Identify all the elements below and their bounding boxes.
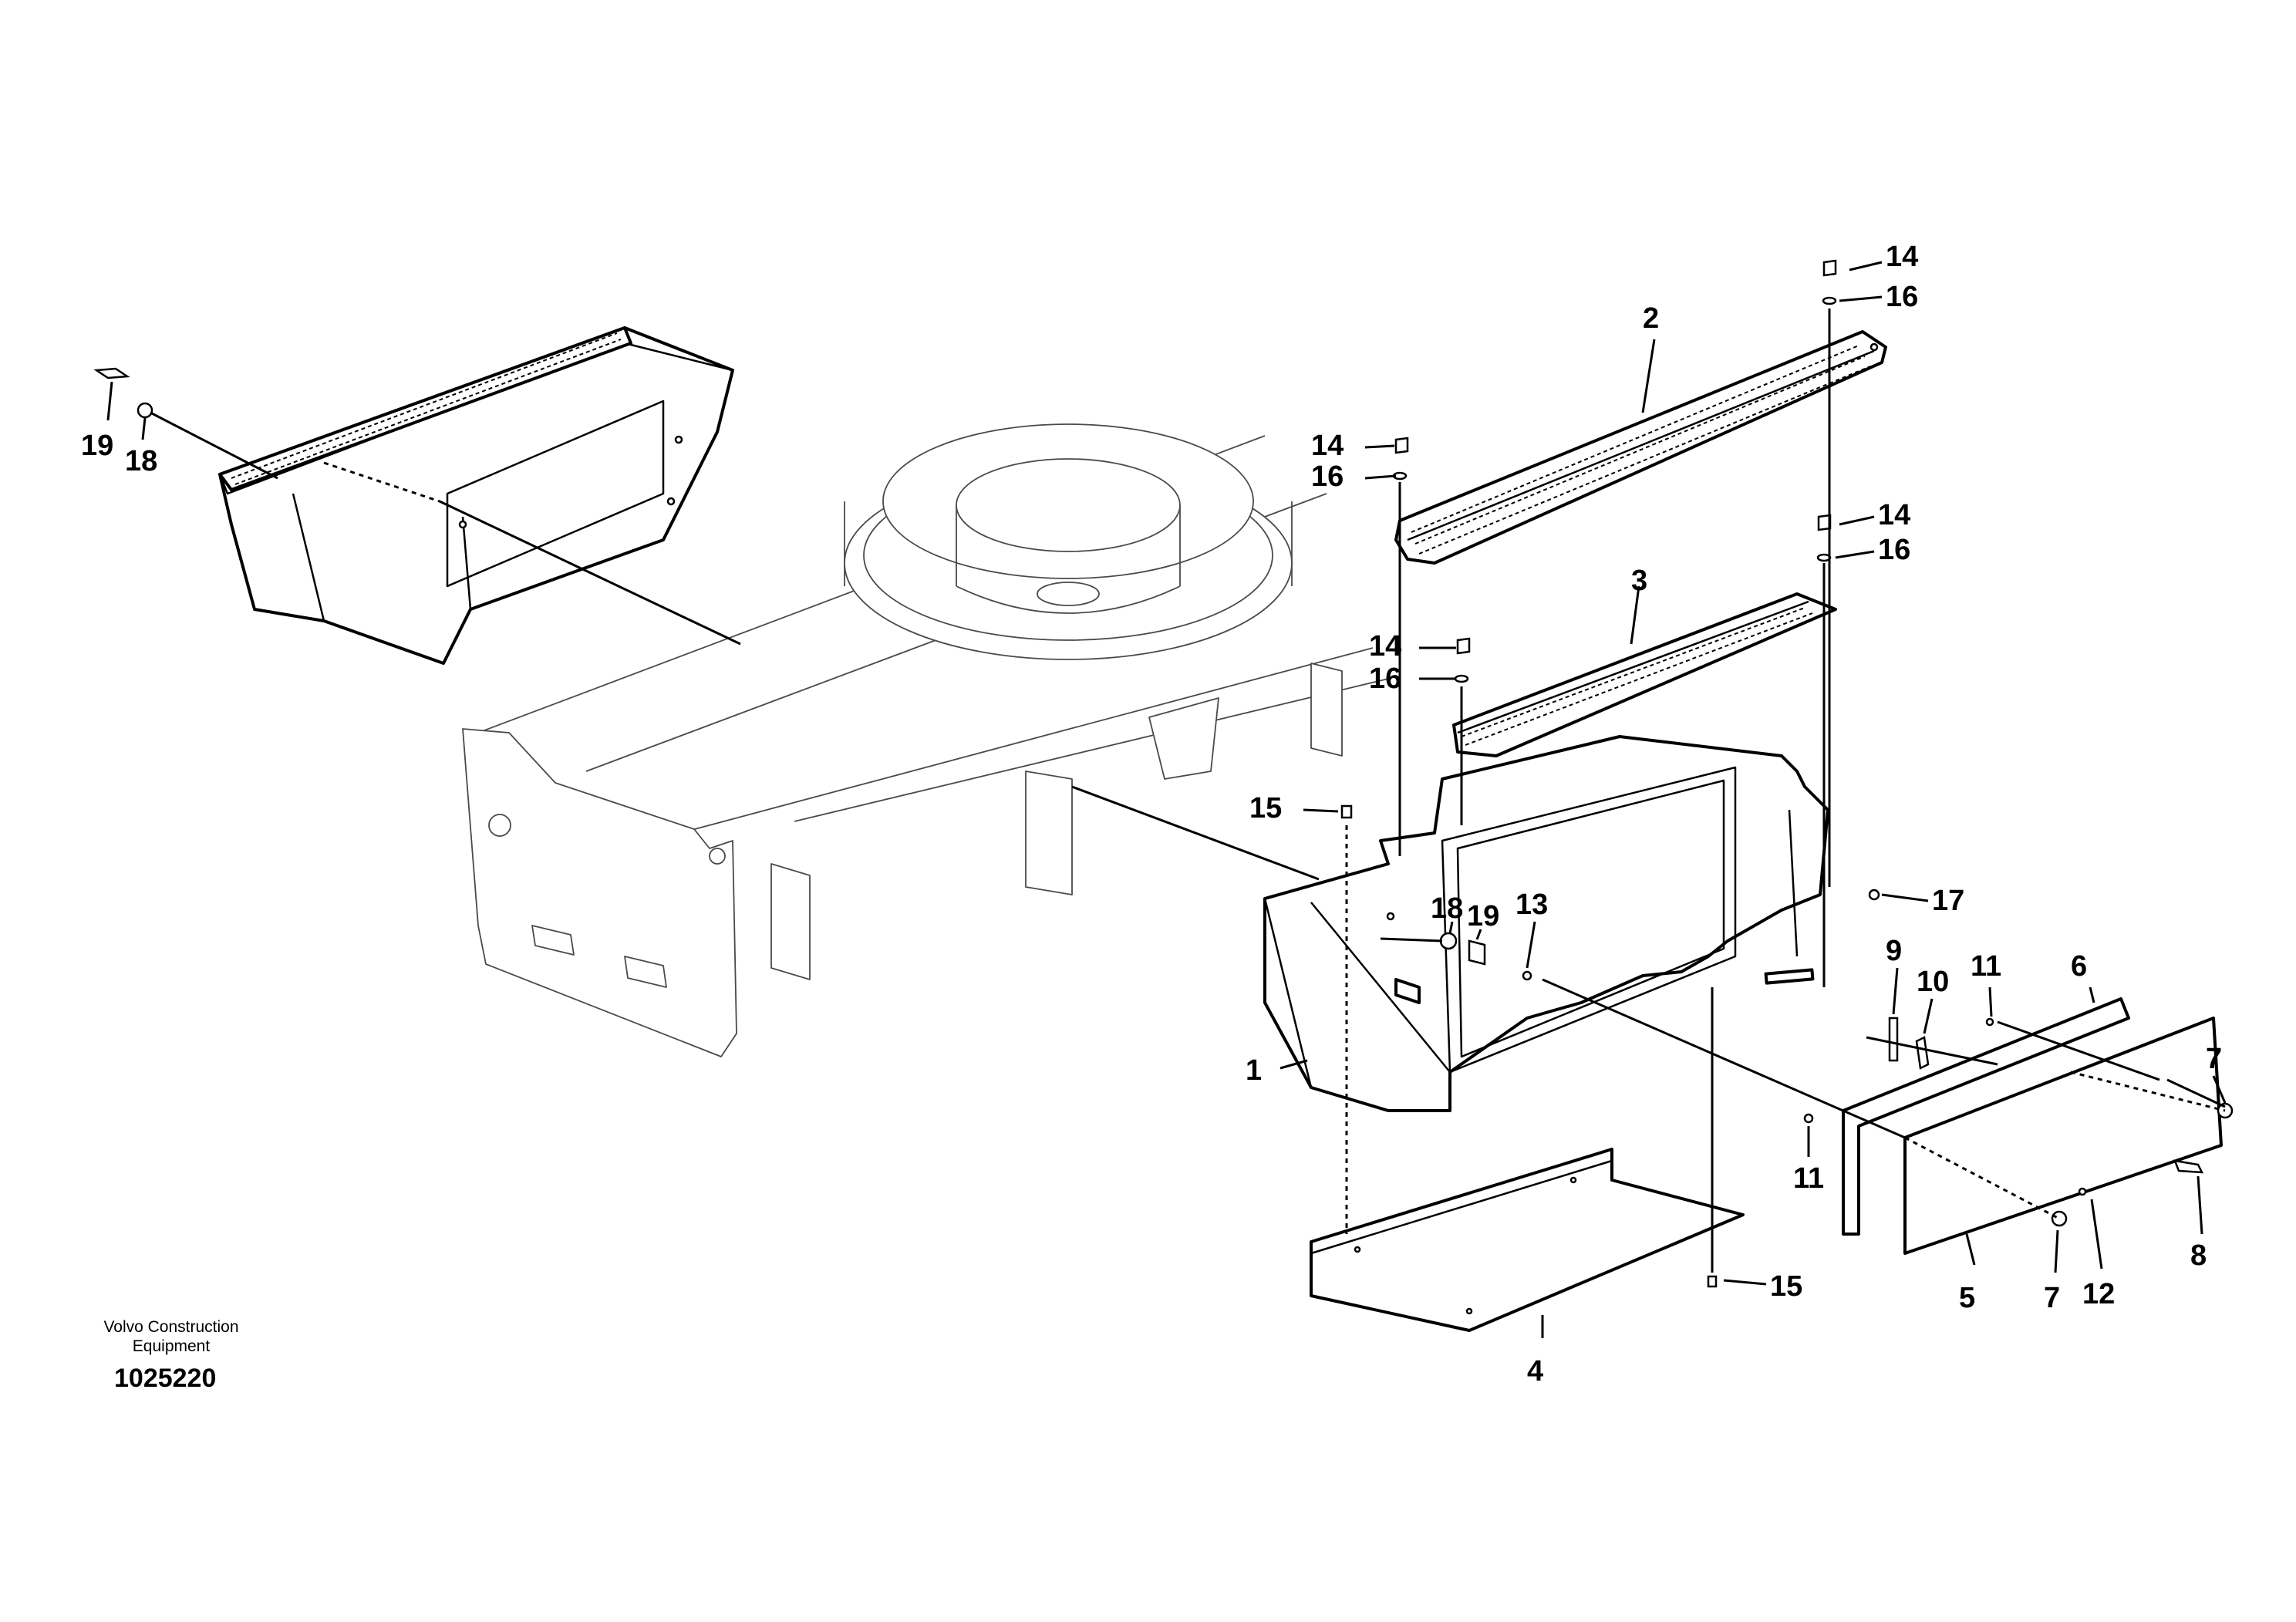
callout-11-lower: 11 xyxy=(1793,1162,1824,1195)
callout-18-left: 18 xyxy=(125,445,157,477)
callout-19-main: 19 xyxy=(1467,900,1499,932)
step-tread-part-3 xyxy=(1452,592,1837,757)
callout-17: 17 xyxy=(1932,885,1964,917)
callout-2: 2 xyxy=(1643,302,1659,335)
callout-14-top: 14 xyxy=(1886,241,1918,273)
step-box-part-1 xyxy=(1263,735,1829,1112)
callout-4: 4 xyxy=(1527,1355,1543,1388)
callout-7-upper: 7 xyxy=(2206,1043,2222,1075)
callout-16-step2: 16 xyxy=(1311,460,1344,493)
leader-lines xyxy=(106,261,2227,1338)
machine-frame xyxy=(462,423,1389,1057)
callout-5: 5 xyxy=(1959,1282,1975,1314)
callout-16-right: 16 xyxy=(1878,534,1910,566)
fastener-hardware xyxy=(93,259,2234,1288)
callout-14-right: 14 xyxy=(1878,499,1910,531)
publisher-label: Volvo Construction Equipment xyxy=(71,1317,271,1356)
callout-labels: 1 2 3 4 5 6 7 7 8 9 10 11 11 12 13 14 14… xyxy=(81,241,2222,1388)
callout-15-lower: 15 xyxy=(1770,1270,1802,1303)
cover-plate-part-4 xyxy=(1310,1148,1745,1332)
panel-part-5 xyxy=(1903,1017,2223,1255)
callout-16-top: 16 xyxy=(1886,281,1918,313)
callout-13: 13 xyxy=(1515,889,1548,921)
callout-19-left: 19 xyxy=(81,430,113,462)
step-tread-part-2 xyxy=(1394,330,1887,565)
callout-3: 3 xyxy=(1631,565,1647,597)
callout-9: 9 xyxy=(1886,935,1902,967)
callout-14-step3: 14 xyxy=(1369,630,1401,663)
callout-1: 1 xyxy=(1246,1054,1262,1087)
callout-16-step3: 16 xyxy=(1369,663,1401,695)
publisher-line-2: Equipment xyxy=(132,1337,211,1355)
callout-8: 8 xyxy=(2190,1239,2207,1272)
publisher-line-1: Volvo Construction xyxy=(103,1318,239,1336)
illustration-number: 1025220 xyxy=(114,1364,217,1393)
callout-14-step2: 14 xyxy=(1311,430,1344,462)
callout-11-upper: 11 xyxy=(1971,950,2001,983)
left-step-assembly xyxy=(218,326,734,665)
callout-7-lower: 7 xyxy=(2044,1282,2060,1314)
callout-10: 10 xyxy=(1917,966,1949,998)
callout-15-upper: 15 xyxy=(1249,792,1282,824)
callout-6: 6 xyxy=(2071,950,2087,983)
callout-12: 12 xyxy=(2082,1278,2115,1310)
callout-18-main: 18 xyxy=(1431,892,1463,925)
seal-part-6 xyxy=(1842,997,2130,1236)
